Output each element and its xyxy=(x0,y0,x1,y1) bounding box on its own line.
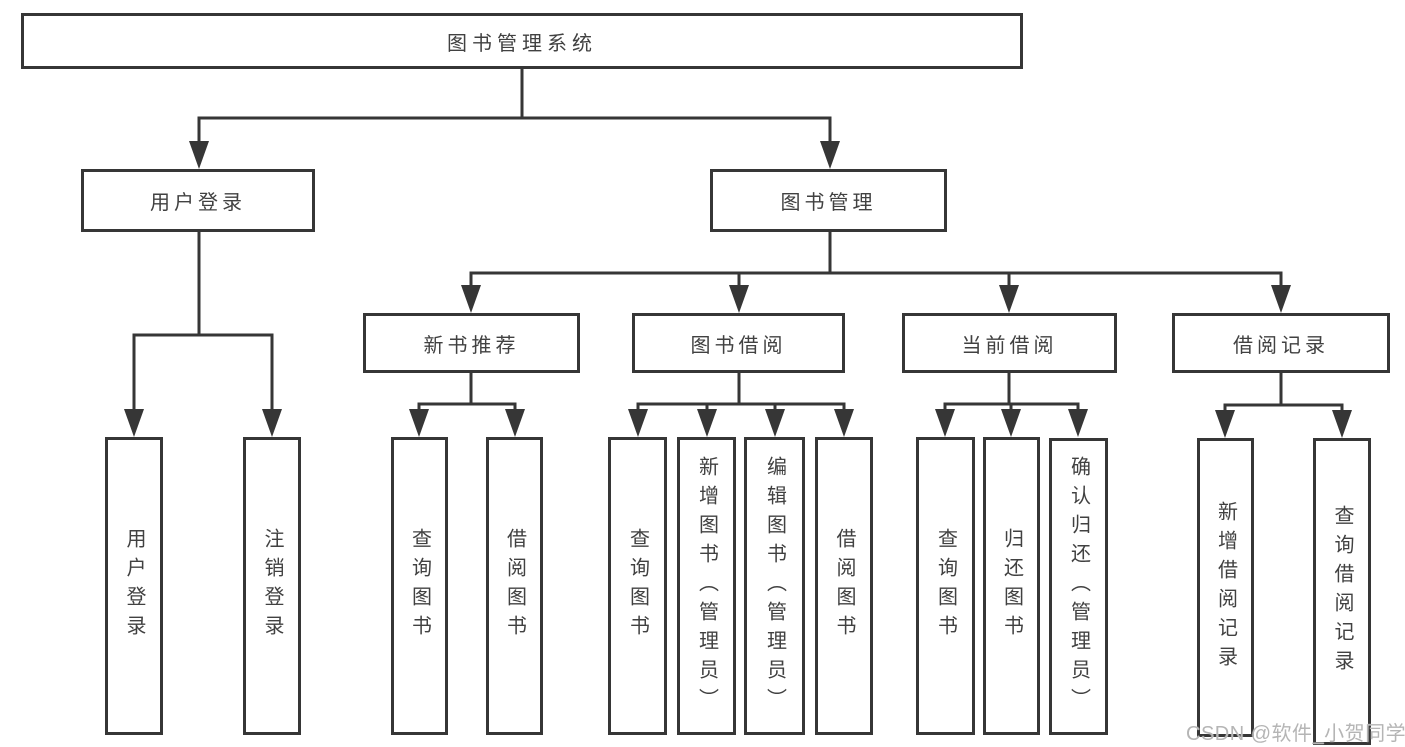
leaf-user-login: 用户登录 xyxy=(105,437,163,735)
node-borrowing-records: 借阅记录 xyxy=(1172,313,1390,373)
leaf-query-books-recommend: 查询图书 xyxy=(391,437,448,735)
leaf-borrow-books-borrowing: 借阅图书 xyxy=(815,437,873,735)
leaf-add-borrow-record: 新增借阅记录 xyxy=(1197,438,1254,737)
leaf-edit-book-admin: 编辑图书（管理员） xyxy=(744,437,805,735)
leaf-query-borrow-record: 查询借阅记录 xyxy=(1313,438,1371,745)
leaf-query-books-current: 查询图书 xyxy=(916,437,975,735)
leaf-return-books: 归还图书 xyxy=(983,437,1040,735)
leaf-confirm-return-admin: 确认归还（管理员） xyxy=(1049,438,1108,735)
node-library-management-system: 图书管理系统 xyxy=(21,13,1023,69)
node-new-book-recommendation: 新书推荐 xyxy=(363,313,580,373)
leaf-logout: 注销登录 xyxy=(243,437,301,735)
leaf-query-books-borrowing: 查询图书 xyxy=(608,437,667,735)
leaf-add-book-admin: 新增图书（管理员） xyxy=(677,437,736,735)
node-user-login: 用户登录 xyxy=(81,169,315,232)
node-book-borrowing: 图书借阅 xyxy=(632,313,845,373)
csdn-watermark: CSDN @软件_小贺同学 xyxy=(1186,723,1405,745)
node-book-management: 图书管理 xyxy=(710,169,947,232)
node-current-borrowing: 当前借阅 xyxy=(902,313,1117,373)
leaf-borrow-books-recommend: 借阅图书 xyxy=(486,437,543,735)
